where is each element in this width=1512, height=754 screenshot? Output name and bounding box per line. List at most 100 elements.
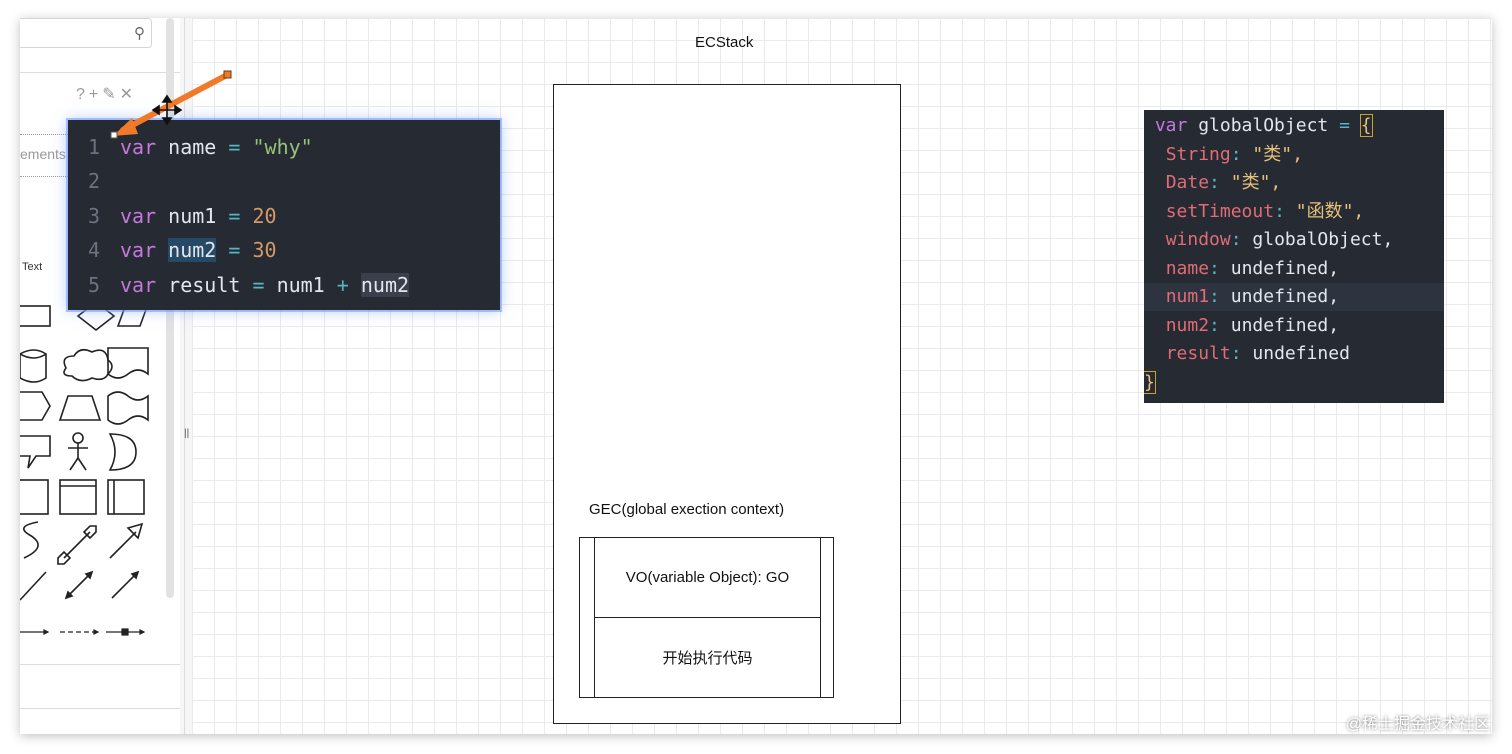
property-value: "函数",: [1295, 201, 1365, 222]
bidirectional-arrow-shape: [57, 525, 97, 565]
line-number: 1: [87, 135, 101, 159]
rectangle-shape: [20, 305, 51, 327]
number-literal: 30: [252, 238, 277, 262]
panel-divider[interactable]: [184, 18, 185, 734]
identifier-highlighted: num2: [360, 273, 410, 297]
keyword: var: [1154, 115, 1188, 136]
bidirectional-connector-shape: [64, 570, 94, 600]
container-shape: [20, 479, 49, 515]
shape-search-input[interactable]: s ⚲: [20, 18, 152, 48]
edit-icon[interactable]: ✎: [102, 86, 120, 103]
global-object-code-image[interactable]: var globalObject = { String: "类", Date: …: [1144, 110, 1444, 403]
trapezoid-shape: [58, 395, 102, 421]
operator: =: [252, 273, 265, 297]
code-line: var globalObject = {: [1144, 112, 1444, 140]
property-line-active: num1: undefined,: [1144, 283, 1444, 311]
keyword: var: [120, 273, 157, 297]
property-key: name: [1165, 258, 1210, 279]
shape-palette: [20, 296, 160, 636]
property-line: Date: "类",: [1165, 172, 1282, 193]
property-value: undefined: [1252, 343, 1350, 364]
callout-shape: [20, 435, 51, 469]
watermark: @稀土掘金技术社区: [1345, 716, 1490, 733]
cloud-shape: [63, 348, 113, 382]
move-cursor-icon: [151, 94, 183, 126]
close-icon[interactable]: ✕: [119, 86, 138, 103]
property-value: undefined,: [1230, 286, 1340, 307]
operator: =: [1339, 115, 1350, 136]
orange-arrow[interactable]: [110, 70, 232, 139]
property-value: undefined,: [1230, 315, 1340, 336]
property-value: globalObject,: [1252, 229, 1394, 250]
property-value: "类",: [1252, 144, 1303, 165]
operator: =: [228, 238, 241, 262]
add-icon[interactable]: +: [88, 86, 103, 103]
keyword: var: [120, 204, 157, 228]
identifier: name: [168, 135, 217, 159]
identifier: num1: [276, 273, 325, 297]
property-key: setTimeout: [1165, 201, 1275, 222]
keyword: var: [120, 135, 157, 159]
or-shape: [108, 433, 137, 471]
curve-shape: [22, 521, 39, 559]
line-number: 5: [87, 273, 101, 297]
property-line: name: undefined,: [1165, 258, 1340, 279]
property-value: "类",: [1230, 172, 1282, 193]
code-line: 2: [68, 166, 120, 196]
dashed-link-shape: [60, 629, 100, 635]
number-literal: 20: [252, 204, 277, 228]
gec-title[interactable]: GEC(global exection context): [589, 501, 785, 518]
help-icon[interactable]: ?: [76, 86, 89, 103]
exec-code-cell[interactable]: 开始执行代码: [662, 650, 753, 667]
operator: =: [228, 135, 241, 159]
gec-inner: VO(variable Object): GO 开始执行代码: [594, 538, 821, 697]
resize-grip[interactable]: ||: [184, 428, 190, 439]
line-number: 4: [87, 238, 101, 262]
identifier: num1: [168, 204, 217, 228]
tape-shape: [107, 391, 149, 425]
property-key: result: [1165, 343, 1231, 364]
close-brace: }: [1144, 371, 1156, 394]
link-shape: [20, 629, 50, 635]
gec-container[interactable]: VO(variable Object): GO 开始执行代码: [579, 537, 834, 698]
palette-tools: ?+✎✕: [76, 84, 137, 104]
code-line: 1 var name = "why": [68, 132, 313, 162]
keyword: var: [120, 238, 157, 262]
property-key: window: [1165, 229, 1231, 250]
sidebar-separator: [20, 72, 180, 73]
ecstack-title[interactable]: ECStack: [695, 34, 754, 51]
property-line: num2: undefined,: [1165, 315, 1340, 336]
sidebar-separator: [20, 708, 180, 709]
property-line: String: "类",: [1165, 144, 1303, 165]
palette-section-label[interactable]: ements: [20, 146, 66, 162]
property-line: window: globalObject,: [1165, 229, 1394, 250]
code-line: }: [1144, 369, 1444, 397]
arrow-overlay: [110, 70, 232, 139]
property-line: result: undefined: [1165, 343, 1350, 364]
open-brace: {: [1359, 114, 1373, 137]
search-icon[interactable]: ⚲: [134, 25, 145, 42]
string-literal: "why": [252, 135, 313, 159]
vo-cell[interactable]: VO(variable Object): GO: [595, 538, 820, 618]
directional-connector-shape: [111, 570, 140, 599]
property-key: String: [1165, 144, 1231, 165]
identifier: globalObject: [1198, 115, 1329, 136]
list-shape: [59, 479, 97, 515]
property-key: num1: [1165, 286, 1210, 307]
property-value: undefined,: [1230, 258, 1340, 279]
text-shape[interactable]: Text: [22, 261, 43, 273]
step-shape: [20, 391, 51, 421]
property-line: setTimeout: "函数",: [1165, 201, 1365, 222]
line-number: 3: [87, 204, 101, 228]
arrow-shape: [109, 522, 144, 559]
line-number: 2: [87, 169, 101, 193]
identifier: result: [168, 273, 241, 297]
property-key: Date: [1165, 172, 1210, 193]
line-shape: [20, 571, 47, 601]
link-with-label-shape: [106, 628, 146, 636]
app-window: s ⚲ ?+✎✕ ements Text: [20, 18, 1492, 734]
